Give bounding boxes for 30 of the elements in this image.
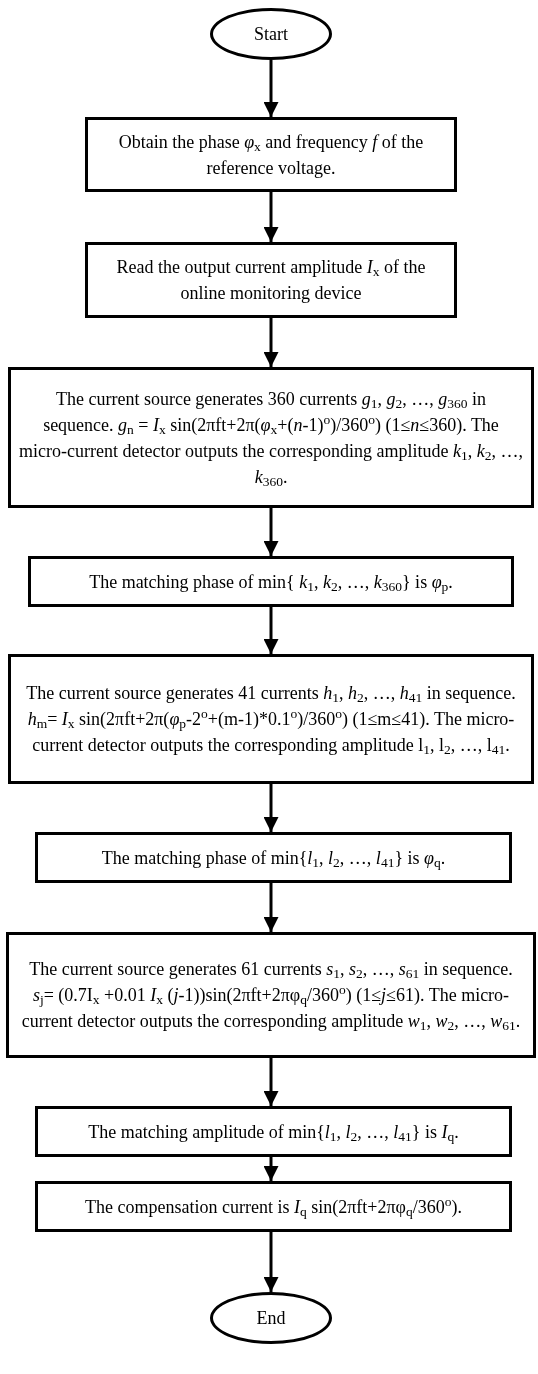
step-text: End bbox=[256, 1307, 286, 1330]
step-text: The current source generates 360 currents g$_{1}$, g$_{2}$, …, g$_{360}$ in sequence. g$_{n}$ = I$_{x}$ sin(2πft+2π(φ$_{x}$+(n-1)$^{o}$)/360$^{o}$) (1≤n≤360). The micro-current detector outputs the corresponding amplitude k$_{1}$, k$_{2}$, …, k$_{360}$. bbox=[19, 387, 523, 490]
step-text: The matching amplitude of min{l$_{1}$, l$_{2}$, …, l$_{41}$} is I$_{q}$. bbox=[88, 1120, 459, 1145]
step-text: The matching phase of min{ k$_{1}$, k$_{2}$, …, k$_{360}$} is φ$_{p}$. bbox=[89, 570, 453, 595]
process-box bbox=[6, 932, 536, 1058]
arrow bbox=[263, 1232, 279, 1292]
process-box bbox=[8, 654, 534, 784]
process-box bbox=[35, 1106, 512, 1157]
process-box bbox=[8, 367, 534, 508]
process-box bbox=[35, 1181, 512, 1232]
arrow bbox=[263, 1157, 279, 1181]
arrow bbox=[263, 192, 279, 242]
step-text: Obtain the phase φ$_{x}$ and frequency f of the reference voltage. bbox=[117, 130, 425, 180]
step-text: The matching phase of min{l$_{1}$, l$_{2}$, …, l$_{41}$} is φ$_{q}$. bbox=[101, 846, 446, 871]
step-text: The compensation current is I$_{q}$ sin(2πft+2πφ$_{q}$/360$^{o}$). bbox=[85, 1193, 462, 1220]
process-box bbox=[85, 242, 457, 318]
step-text: Read the output current amplitude I$_{x}$ of the online monitoring device bbox=[115, 256, 427, 305]
arrow bbox=[263, 60, 279, 117]
step-text: Start bbox=[254, 23, 288, 46]
process-box bbox=[28, 556, 514, 607]
arrow bbox=[263, 318, 279, 367]
arrow bbox=[263, 883, 279, 932]
step-text: The current source generates 41 currents h$_{1}$, h$_{2}$, …, h$_{41}$ in sequence. h$_{m}$= I$_{x}$ sin(2πft+2π(φ$_{p}$-2$^{o}$+(m-1)*0.1$^{o}$)/360$^{o}$) (1≤m≤41). The micro-current detector outputs the corresponding amplitude l$_{1}$, l$_{2}$, …, l$_{41}$. bbox=[25, 682, 517, 758]
step-text: The current source generates 61 currents s$_{1}$, s$_{2}$, …, s$_{61}$ in sequence. s$_{j}$= (0.7I$_{x}$ +0.01 I$_{x}$ (j-1))sin(2πft+2πφ$_{q}$/360$^{o}$) (1≤j≤61). The micro-current detector outputs the corresponding amplitude w$_{1}$, w$_{2}$, …, w$_{61}$. bbox=[20, 958, 522, 1034]
arrow bbox=[263, 1058, 279, 1106]
process-box bbox=[35, 832, 512, 883]
arrow bbox=[263, 784, 279, 832]
process-box bbox=[85, 117, 457, 192]
arrow bbox=[263, 508, 279, 556]
arrow bbox=[263, 607, 279, 654]
